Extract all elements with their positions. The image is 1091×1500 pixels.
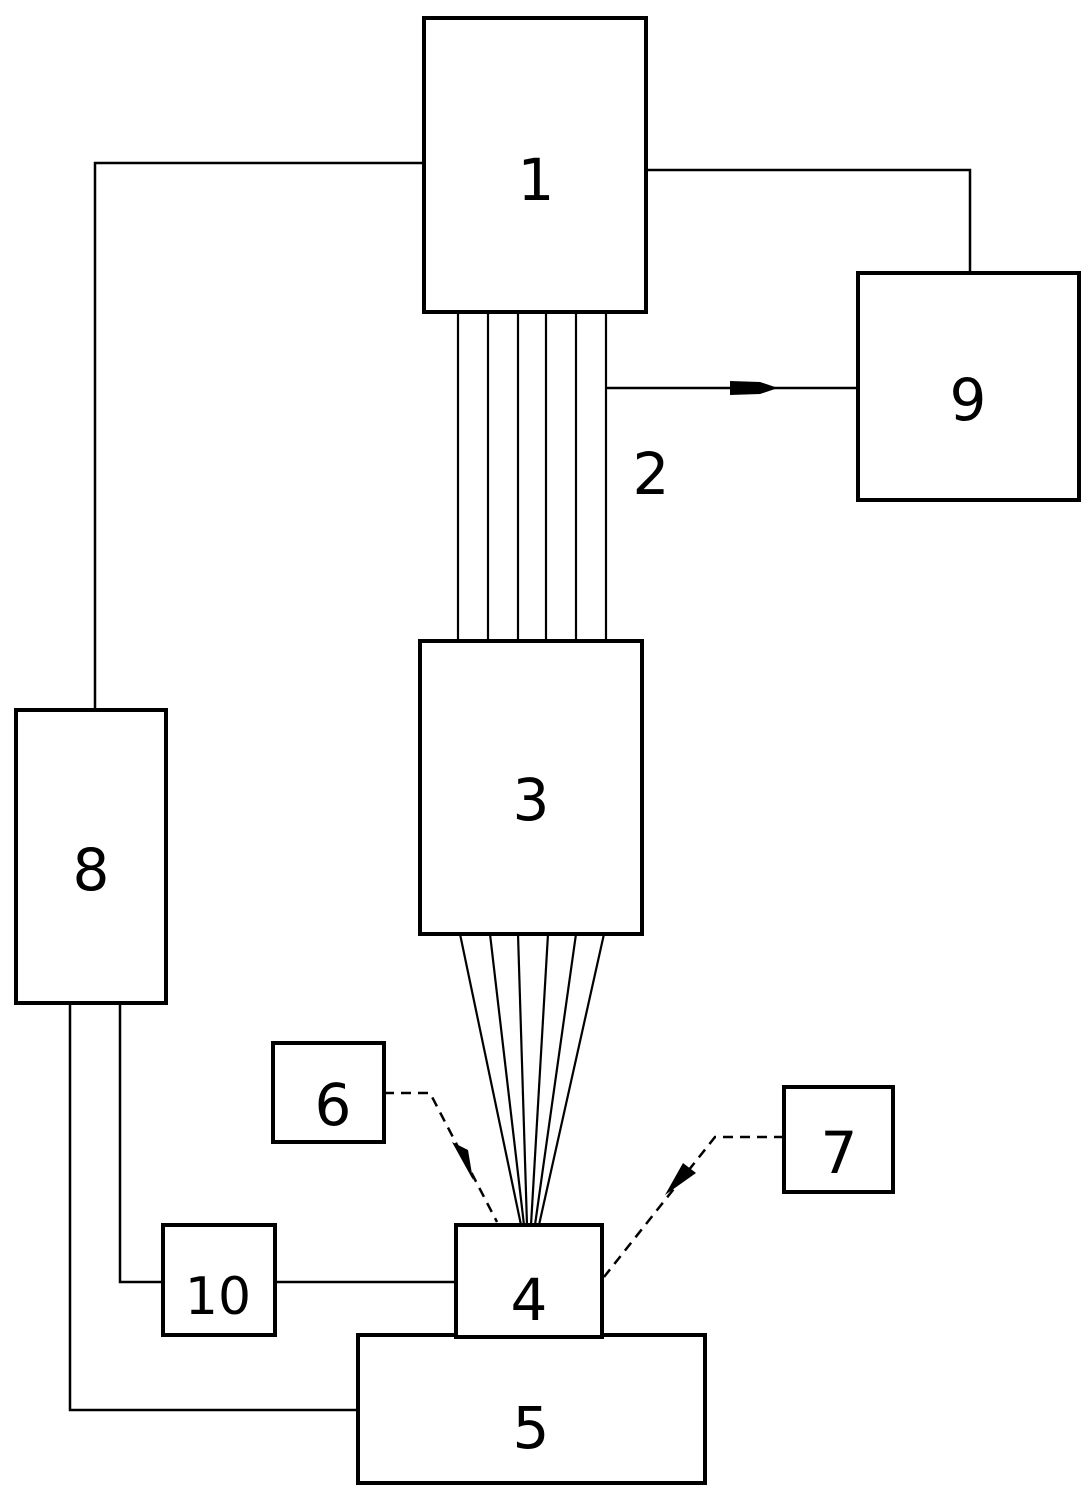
label-block-6: 6 — [315, 1071, 352, 1139]
block-10 — [161, 1223, 277, 1337]
block-1 — [422, 16, 648, 314]
block-4 — [454, 1223, 604, 1339]
label-block-3: 3 — [513, 766, 550, 834]
block-9 — [856, 271, 1081, 502]
label-block-5: 5 — [513, 1394, 550, 1462]
dashed-7-to-4 — [603, 1135, 784, 1278]
fiber-bundle-converging — [458, 933, 606, 1226]
label-block-4: 4 — [511, 1266, 548, 1334]
fiber-bundle-upper — [456, 313, 608, 641]
arrow-7-icon — [665, 1163, 696, 1195]
block-8 — [14, 708, 168, 1005]
label-block-10: 10 — [185, 1267, 251, 1327]
label-block-1: 1 — [518, 146, 555, 214]
label-block-7: 7 — [821, 1119, 858, 1187]
wire-1-to-9 — [646, 168, 972, 273]
label-block-8: 8 — [73, 836, 110, 904]
arrow-to-9-icon — [730, 381, 778, 395]
label-block-9: 9 — [950, 366, 987, 434]
block-5 — [356, 1333, 707, 1485]
block-3 — [418, 639, 644, 936]
connections — [68, 161, 972, 1412]
dashed-6-to-4 — [384, 1091, 499, 1223]
label-fiber-bundle: 2 — [633, 440, 670, 508]
wire-1-to-8 — [93, 161, 424, 710]
arrow-6-icon — [452, 1142, 473, 1180]
wire-8-to-10 — [118, 1003, 163, 1284]
block-7 — [782, 1085, 895, 1194]
block-6 — [271, 1041, 386, 1144]
wire-8-to-5 — [68, 1003, 358, 1412]
